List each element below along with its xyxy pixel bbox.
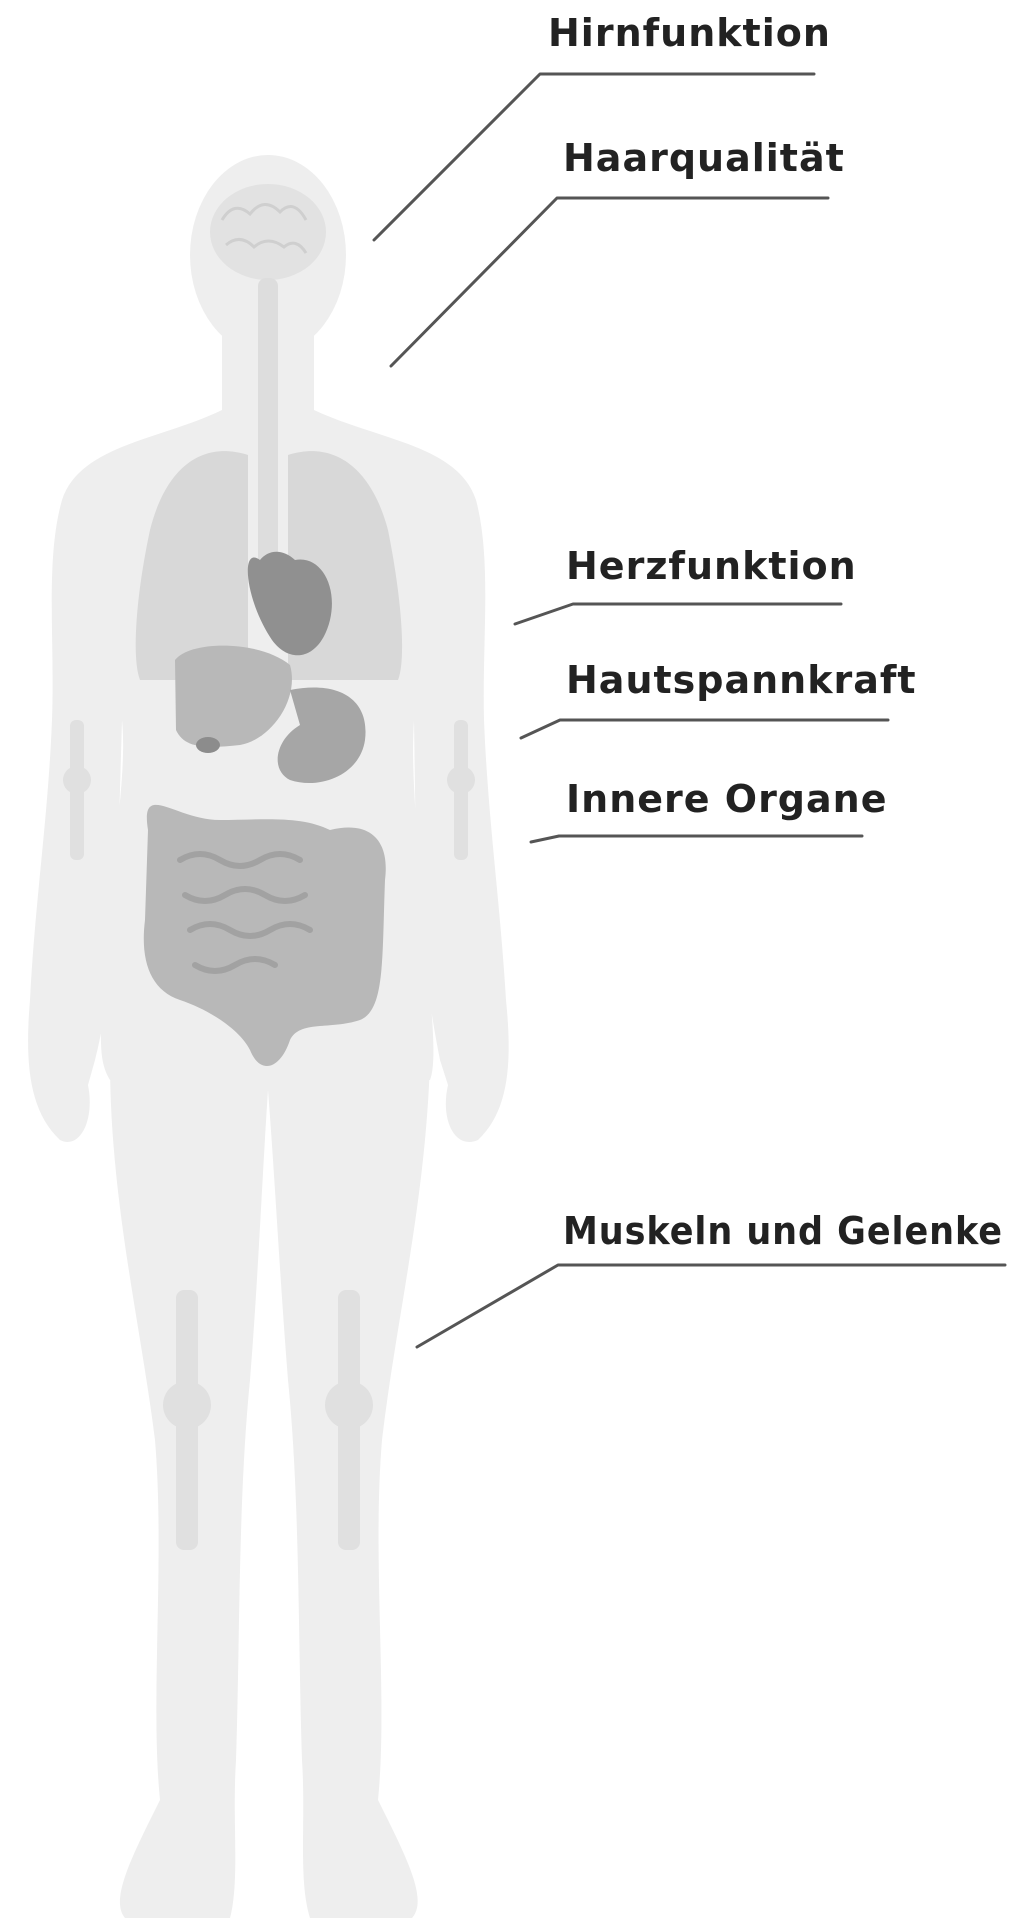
label-muscles-joints: Muskeln und Gelenke <box>563 1209 1003 1253</box>
right-elbow-joint <box>447 766 475 794</box>
right-knee-joint <box>325 1381 373 1429</box>
label-skin-elasticity: Hautspannkraft <box>566 658 917 702</box>
leader-line-hair <box>391 198 828 366</box>
leader-line-skin <box>521 720 888 738</box>
label-heart-function: Herzfunktion <box>566 544 857 588</box>
left-knee-joint <box>163 1381 211 1429</box>
leader-line-muscles <box>417 1265 1005 1347</box>
label-hair-quality: Haarqualität <box>563 136 845 180</box>
label-internal-organs: Innere Organe <box>566 777 887 821</box>
spine <box>258 278 278 578</box>
leader-line-heart <box>515 604 841 624</box>
leader-line-organs <box>531 836 862 842</box>
left-elbow-joint <box>63 766 91 794</box>
brain-icon <box>210 184 326 280</box>
legs <box>110 1060 430 1918</box>
label-brain-function: Hirnfunktion <box>548 11 831 55</box>
